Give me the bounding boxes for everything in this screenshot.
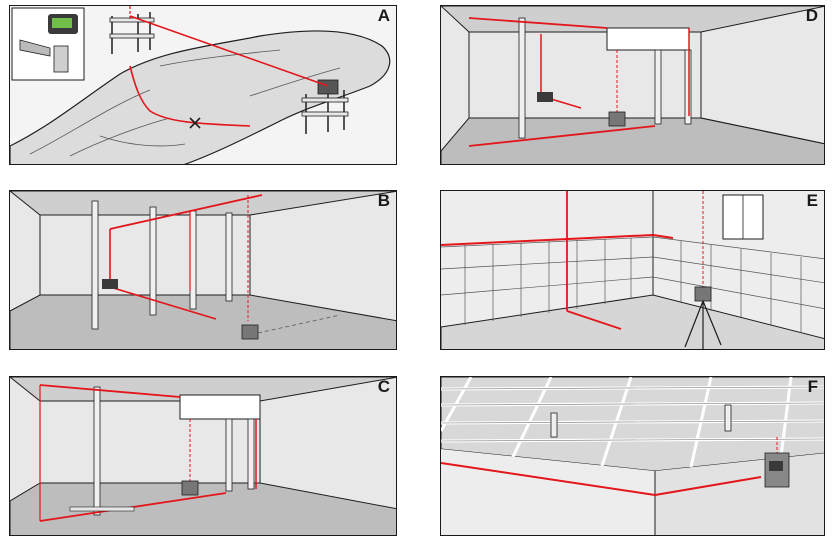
panel-c: C: [9, 376, 397, 536]
panel-b-label: B: [378, 192, 390, 210]
panel-c-illustration: [10, 377, 397, 536]
panel-c-label: C: [378, 378, 390, 396]
panel-f-illustration: [441, 377, 825, 536]
panel-a-label: A: [378, 7, 390, 25]
panel-f-label: F: [808, 378, 818, 396]
panel-b-illustration: [10, 191, 397, 350]
panel-a-illustration: [10, 6, 397, 165]
panel-d: D: [440, 5, 825, 165]
panel-a: A: [9, 5, 397, 165]
panel-e: E: [440, 190, 825, 350]
panel-d-illustration: [441, 6, 825, 165]
panel-f: F: [440, 376, 825, 536]
panel-e-label: E: [807, 192, 818, 210]
panel-e-illustration: [441, 191, 825, 350]
panel-d-label: D: [806, 7, 818, 25]
panel-b: B: [9, 190, 397, 350]
